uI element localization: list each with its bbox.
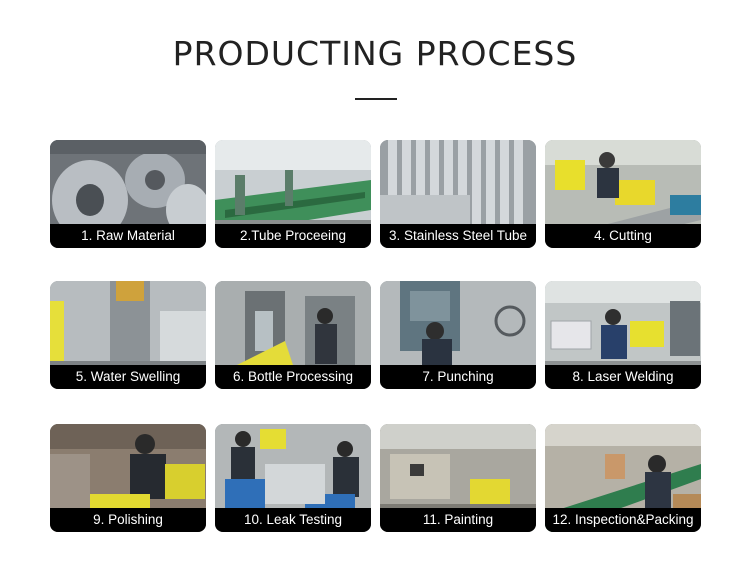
step-card-tube-proceeing: 2.Tube Proceeing bbox=[215, 140, 371, 248]
step-card-water-swelling: 5. Water Swelling bbox=[50, 281, 206, 389]
step-card-raw-material: 1. Raw Material bbox=[50, 140, 206, 248]
step-card-stainless-steel-tube: 3. Stainless Steel Tube bbox=[380, 140, 536, 248]
step-label: 8. Laser Welding bbox=[545, 365, 701, 389]
step-card-painting: 11. Painting bbox=[380, 424, 536, 532]
step-label: 10. Leak Testing bbox=[215, 508, 371, 532]
step-label: 5. Water Swelling bbox=[50, 365, 206, 389]
step-card-bottle-processing: 6. Bottle Processing bbox=[215, 281, 371, 389]
raw-material-photo bbox=[50, 140, 206, 248]
step-card-inspection-packing: 12. Inspection&Packing bbox=[545, 424, 701, 532]
step-label: 6. Bottle Processing bbox=[215, 365, 371, 389]
step-label: 3. Stainless Steel Tube bbox=[380, 224, 536, 248]
step-card-punching: 7. Punching bbox=[380, 281, 536, 389]
step-label: 12. Inspection&Packing bbox=[545, 508, 701, 532]
title-divider bbox=[355, 98, 397, 100]
step-card-laser-welding: 8. Laser Welding bbox=[545, 281, 701, 389]
step-label: 11. Painting bbox=[380, 508, 536, 532]
step-card-polishing: 9. Polishing bbox=[50, 424, 206, 532]
step-label: 1. Raw Material bbox=[50, 224, 206, 248]
step-label: 4. Cutting bbox=[545, 224, 701, 248]
step-card-cutting: 4. Cutting bbox=[545, 140, 701, 248]
page-title: PRODUCTING PROCESS bbox=[172, 34, 578, 73]
step-label: 2.Tube Proceeing bbox=[215, 224, 371, 248]
step-label: 7. Punching bbox=[380, 365, 536, 389]
step-card-leak-testing: 10. Leak Testing bbox=[215, 424, 371, 532]
step-label: 9. Polishing bbox=[50, 508, 206, 532]
